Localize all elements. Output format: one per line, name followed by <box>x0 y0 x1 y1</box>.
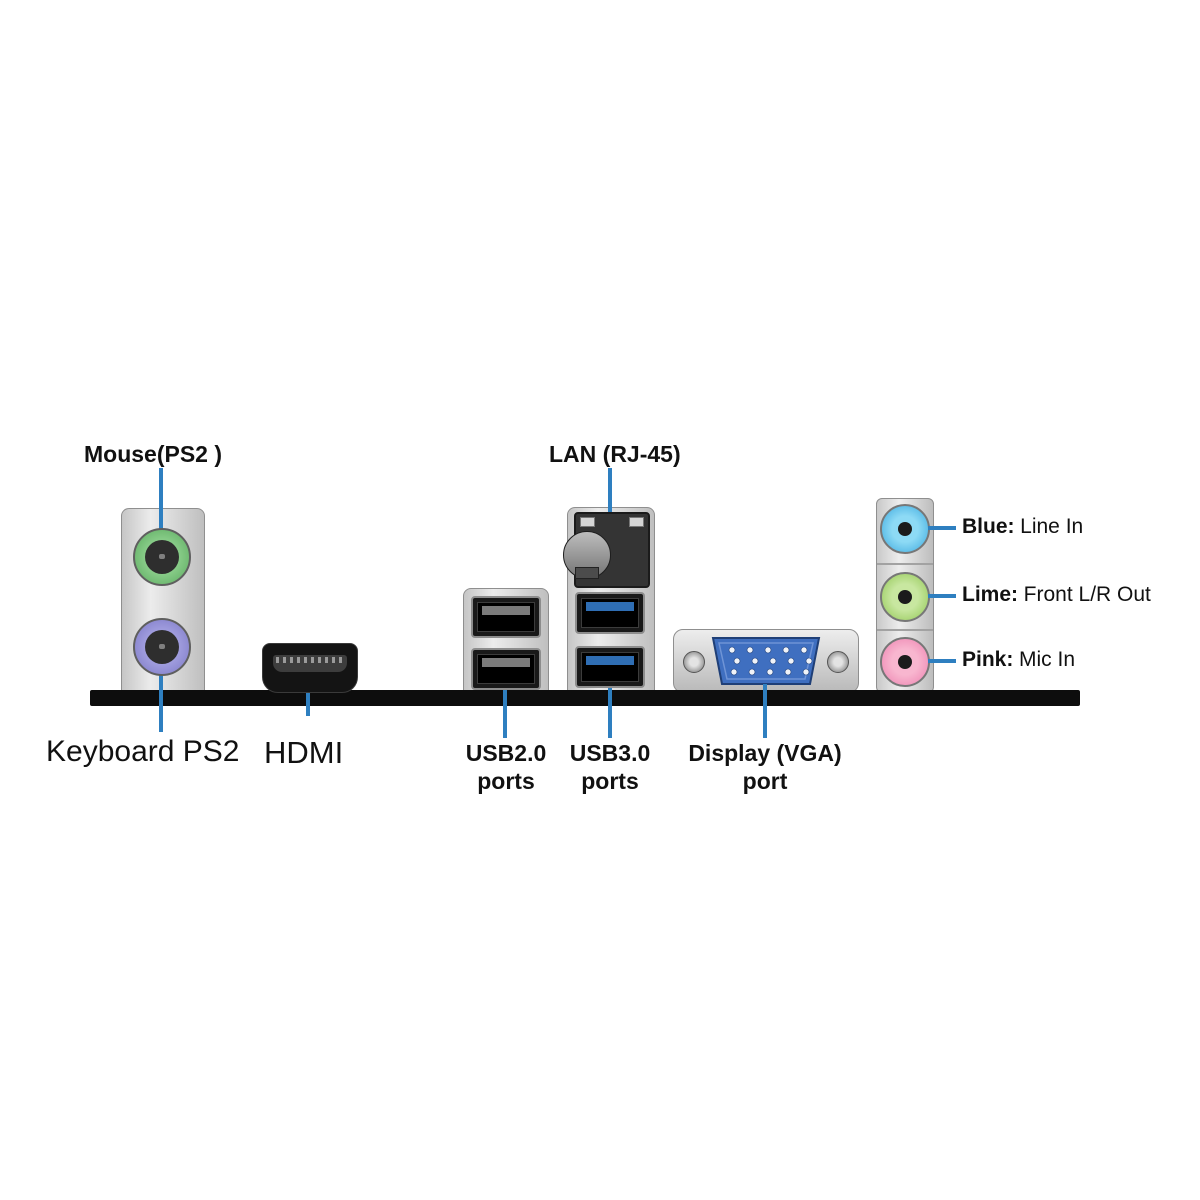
usb3-label-line2: ports <box>581 768 639 794</box>
usb3-bottom-tongue <box>586 656 634 665</box>
usb2-label-line1: USB2.0 <box>465 740 547 766</box>
hdmi-pins <box>276 657 344 663</box>
mouse-callout-line <box>159 468 163 540</box>
audio-separator-2 <box>877 629 933 631</box>
mouse-ps2-label: Mouse(PS2 ) <box>84 441 223 467</box>
usb2-label: USB2.0 ports <box>445 739 567 795</box>
lan-port <box>563 512 650 588</box>
audio-separator-1 <box>877 563 933 565</box>
usb3-label: USB3.0 ports <box>549 739 671 795</box>
ps2-mouse-port <box>133 528 191 586</box>
audio-jack-front-out-hole <box>898 590 912 604</box>
ps2-keyboard-slot <box>159 644 165 649</box>
io-baseline-bar <box>90 690 1080 706</box>
usb3-label-line1: USB3.0 <box>569 740 651 766</box>
audio-blue-callout-line <box>928 526 956 530</box>
usb2-bottom-tongue <box>482 658 530 667</box>
vga-pins <box>728 646 813 676</box>
hdmi-callout-line <box>306 686 310 716</box>
usb2-port-top <box>471 596 541 638</box>
usb3-callout-line <box>608 660 612 738</box>
usb3-port-bottom <box>575 646 645 688</box>
audio-pink-label-name: Pink: <box>962 648 1014 671</box>
vga-label-line2: port <box>742 768 788 794</box>
keyboard-ps2-label: Keyboard PS2 <box>46 735 240 768</box>
audio-jacks-panel <box>876 498 934 693</box>
lan-led-left <box>580 517 595 527</box>
usb2-label-line2: ports <box>477 768 535 794</box>
lan-callout-line <box>608 468 612 524</box>
ps2-mouse-core <box>145 540 179 574</box>
vga-bracket-panel <box>673 629 859 693</box>
audio-pink-label-desc: Mic In <box>1019 648 1076 671</box>
usb3-port-top <box>575 592 645 634</box>
vga-screw-right <box>827 651 849 673</box>
hdmi-label: HDMI <box>264 735 344 770</box>
audio-jack-line-in-hole <box>898 522 912 536</box>
audio-blue-label-desc: Line In <box>1020 515 1084 538</box>
audio-blue-label-name: Blue: <box>962 515 1015 538</box>
audio-jack-front-out <box>880 572 930 622</box>
ps2-keyboard-port <box>133 618 191 676</box>
audio-blue-label: Blue:Line In <box>962 515 1083 539</box>
ps2-keyboard-core <box>145 630 179 664</box>
audio-jack-mic-in <box>880 637 930 687</box>
lan-jack <box>563 531 611 579</box>
audio-lime-label-desc: Front L/R Out <box>1023 583 1151 606</box>
hdmi-port <box>262 643 358 693</box>
usb2-callout-line <box>503 662 507 738</box>
vga-port <box>711 637 821 685</box>
usb3-top-tongue <box>586 602 634 611</box>
usb2-top-tongue <box>482 606 530 615</box>
audio-jack-mic-in-hole <box>898 655 912 669</box>
lan-label: LAN (RJ-45) <box>549 441 681 467</box>
usb2-port-bottom <box>471 648 541 690</box>
lan-jack-tab <box>575 567 599 579</box>
vga-callout-line <box>763 684 767 738</box>
audio-jack-line-in <box>880 504 930 554</box>
audio-pink-callout-line <box>928 659 956 663</box>
vga-screw-left <box>683 651 705 673</box>
audio-pink-label: Pink:Mic In <box>962 648 1075 672</box>
vga-label-line1: Display (VGA) <box>688 740 842 766</box>
ps2-mouse-slot <box>159 554 165 559</box>
audio-lime-label: Lime:Front L/R Out <box>962 583 1151 607</box>
audio-lime-callout-line <box>928 594 956 598</box>
keyboard-callout-line <box>159 660 163 732</box>
audio-lime-label-name: Lime: <box>962 583 1019 606</box>
vga-label: Display (VGA) port <box>663 739 867 795</box>
lan-led-right <box>629 517 644 527</box>
